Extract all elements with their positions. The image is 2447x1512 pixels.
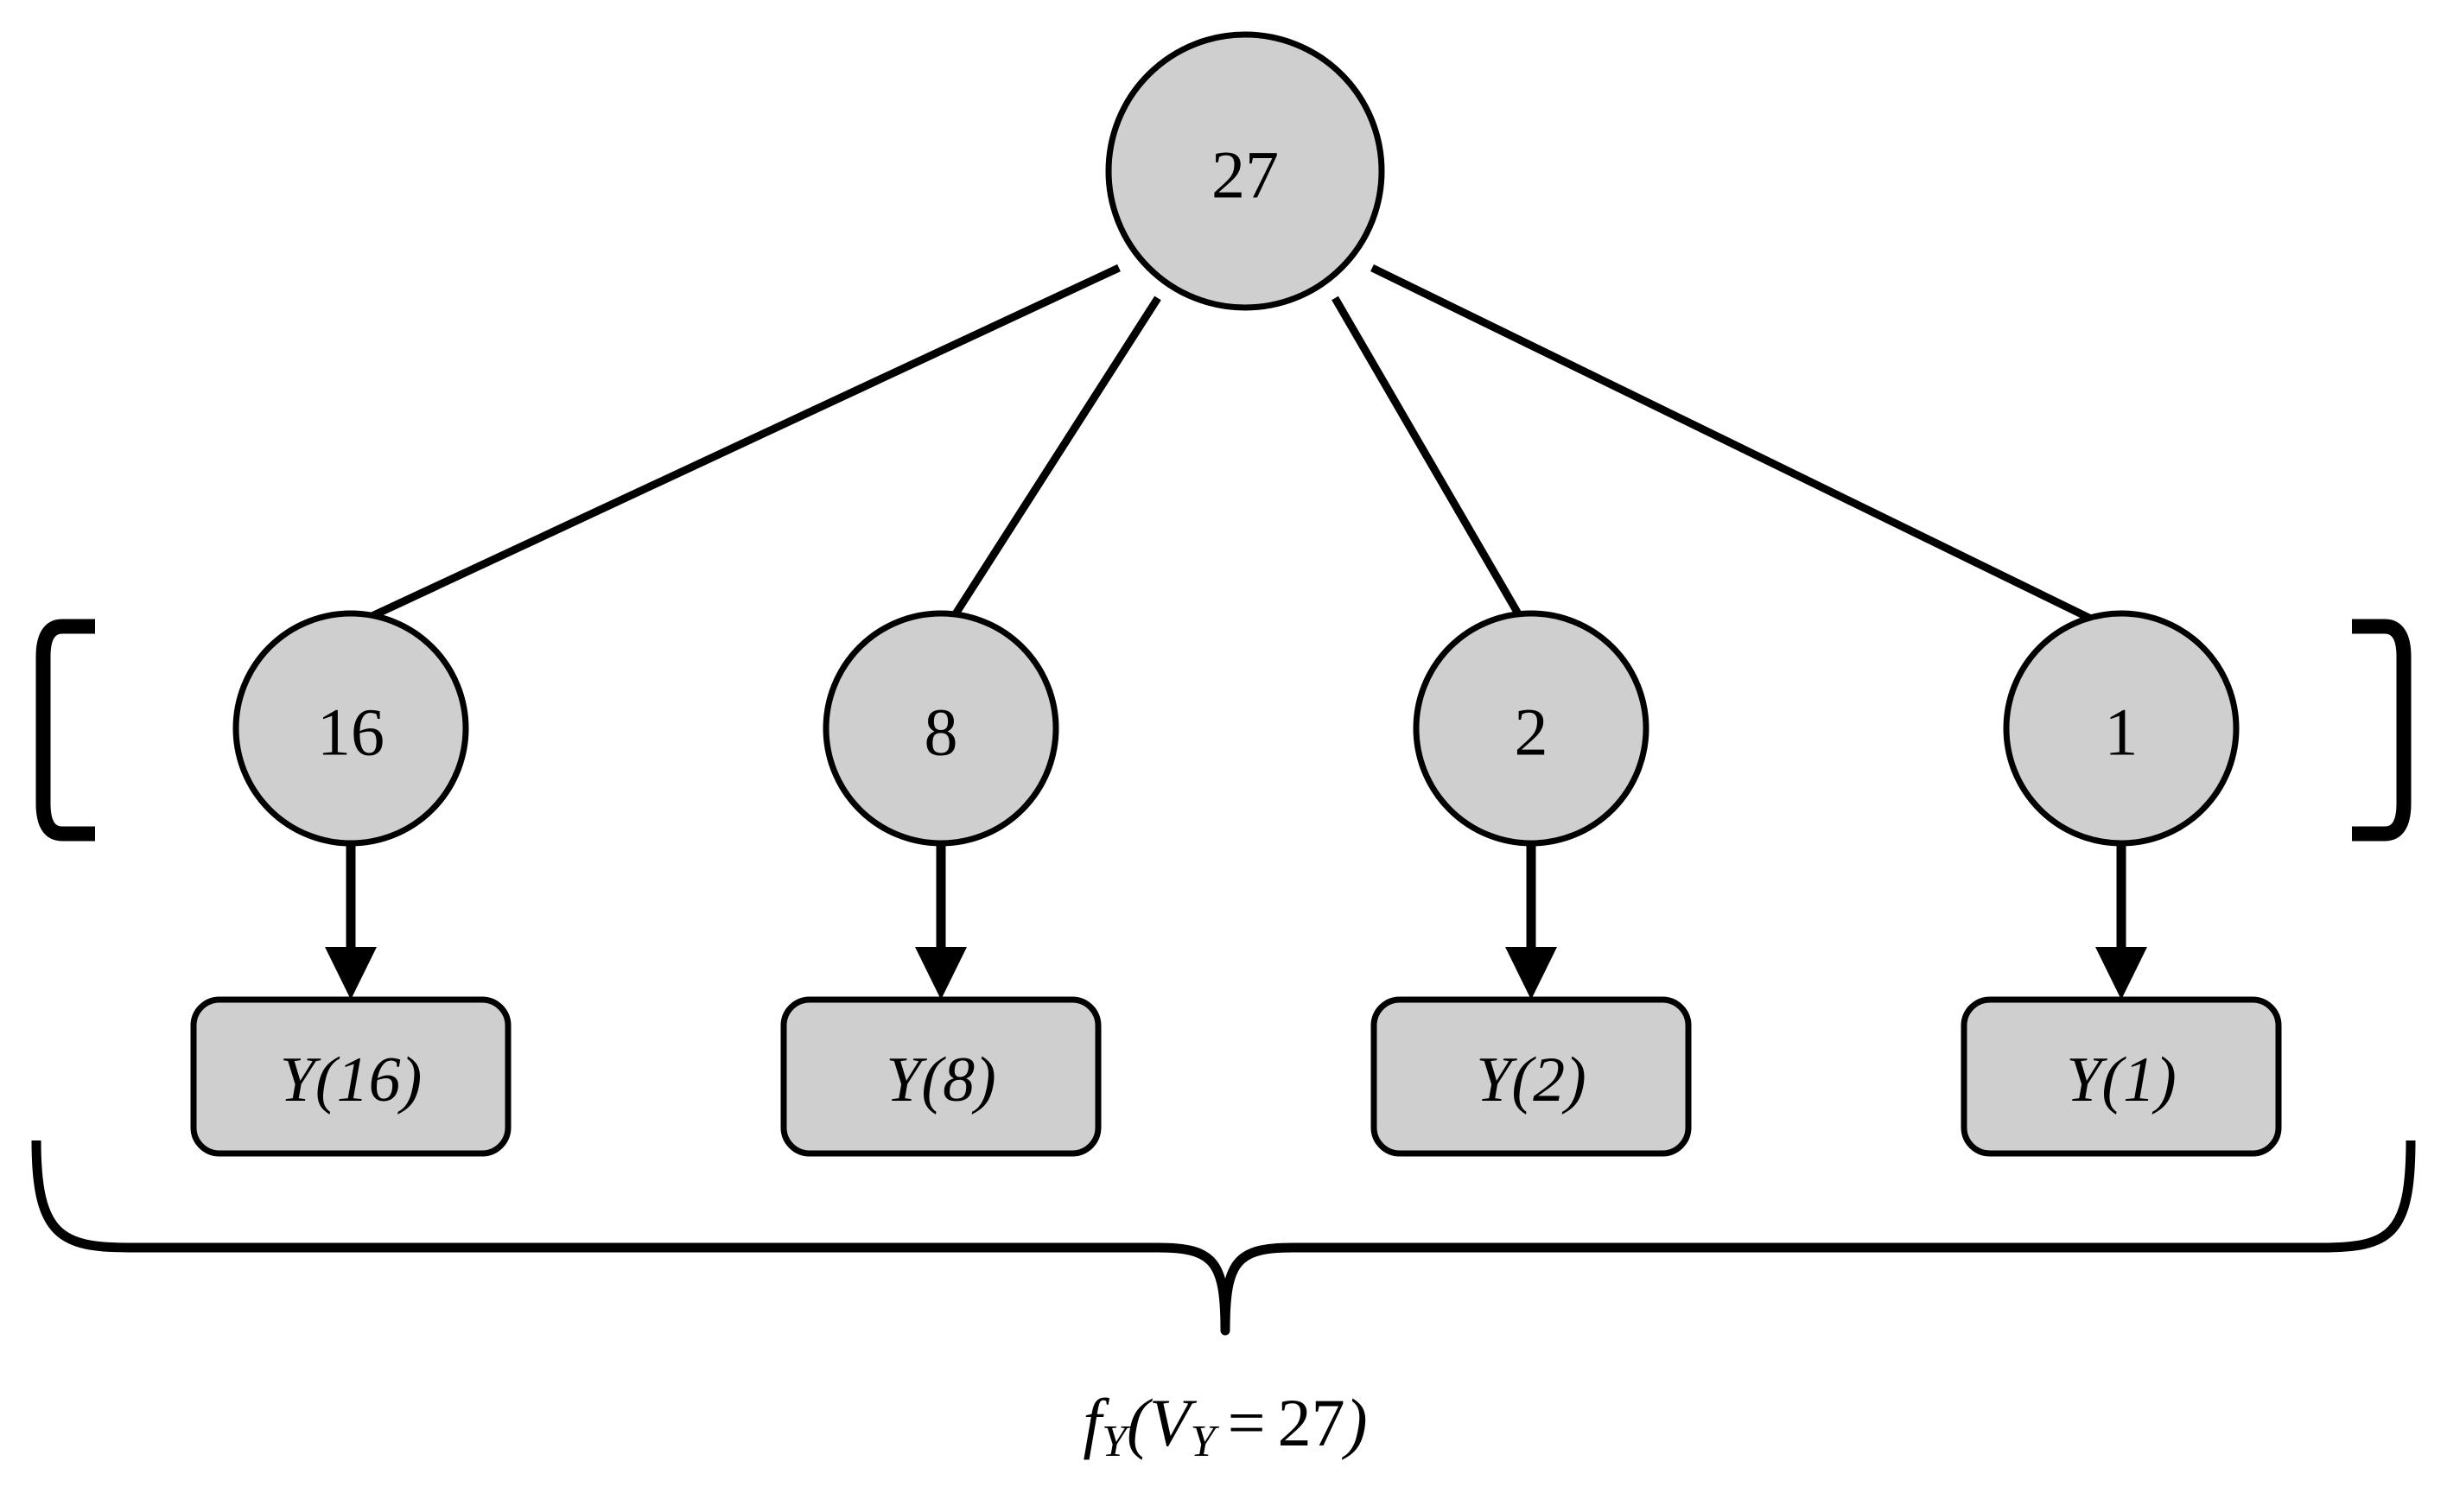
node-root-circle (1105, 31, 1385, 311)
formula-v-sub: Y (1191, 1417, 1220, 1466)
node-2[interactable]: 2 (1413, 610, 1649, 847)
node-root[interactable]: 27 (1105, 31, 1385, 311)
leaf-box-Y1-label: Y(1) (2066, 1045, 2176, 1115)
arrow-head-1 (2095, 947, 2147, 1000)
node-8-label: 8 (925, 695, 958, 770)
node-1-label: 1 (2105, 695, 2139, 770)
node-16-label: 16 (317, 695, 385, 770)
node-root-label: 27 (1211, 137, 1279, 213)
left-bracket-icon (35, 619, 95, 842)
arrow-2-to-Y2 (1505, 843, 1557, 1000)
leaf-box-Y8-rect (780, 996, 1102, 1157)
formula-equals: = (1228, 1385, 1266, 1460)
leaf-box-Y16[interactable]: Y(16) (190, 996, 512, 1157)
node-1[interactable]: 1 (2003, 610, 2240, 847)
formula-v: V (1149, 1385, 1198, 1460)
leaf-box-Y8[interactable]: Y(8) (780, 996, 1102, 1157)
node-16[interactable]: 16 (232, 610, 469, 847)
arrow-16-to-Y16 (325, 843, 377, 1000)
node-2-label: 2 (1515, 695, 1548, 770)
leaf-box-Y16-label: Y(16) (280, 1045, 422, 1115)
leaf-box-Y2-rect (1370, 996, 1692, 1157)
edge-root-to-1 (1370, 264, 2103, 628)
formula-open-paren: ( (1127, 1385, 1153, 1460)
arrow-head-2 (1505, 947, 1557, 1000)
formula-f-sub: Y (1102, 1417, 1131, 1466)
brace-formula-label: fY(VY=27) (1083, 1385, 1367, 1466)
formula-close-paren: ) (1342, 1385, 1368, 1460)
right-bracket-icon (2352, 619, 2412, 842)
leaf-box-Y2-label: Y(2) (1476, 1045, 1586, 1115)
edge-root-to-2 (1332, 295, 1522, 618)
arrow-1-to-Y1 (2095, 843, 2147, 1000)
leaf-box-Y16-rect (190, 996, 512, 1157)
arrow-head-16 (325, 947, 377, 1000)
leaf-box-Y8-label: Y(8) (886, 1045, 995, 1115)
node-8[interactable]: 8 (823, 610, 1059, 847)
formula-value: 27 (1278, 1385, 1345, 1460)
edge-root-to-16 (361, 264, 1121, 625)
arrow-head-8 (915, 947, 967, 1000)
leaf-box-Y1[interactable]: Y(1) (1961, 996, 2282, 1157)
leaf-box-Y2[interactable]: Y(2) (1370, 996, 1692, 1157)
bottom-brace-icon (31, 1140, 2416, 1336)
arrow-8-to-Y8 (915, 843, 967, 1000)
leaf-box-Y1-rect (1961, 996, 2282, 1157)
formula-text: fY(VY=27) (1083, 1385, 1367, 1466)
edge-root-to-8 (951, 295, 1161, 618)
